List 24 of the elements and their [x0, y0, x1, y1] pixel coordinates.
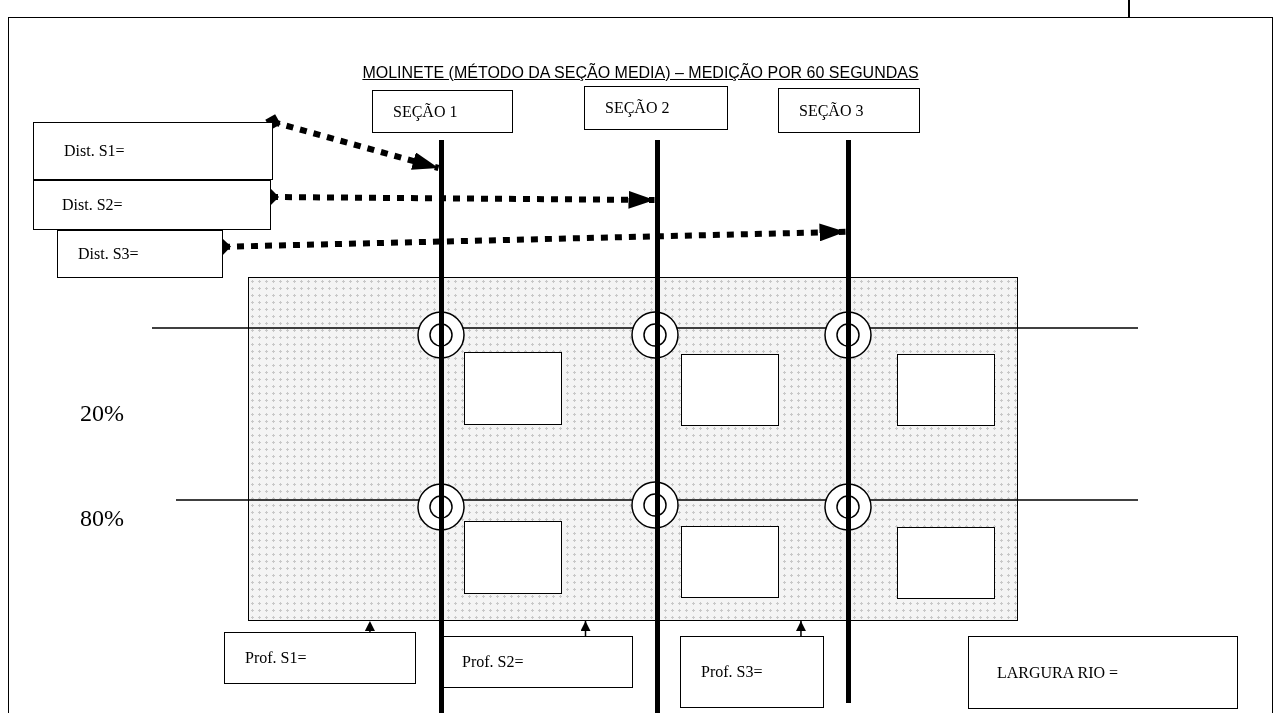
answer-box [897, 527, 995, 599]
distance-box: Dist. S2= [33, 180, 271, 230]
answer-box [681, 526, 779, 598]
answer-box [897, 354, 995, 426]
river-area [248, 277, 1018, 621]
answer-box [464, 521, 562, 594]
title: MOLINETE (MÉTODO DA SEÇÃO MEDIA) – MEDIÇÃO POR 60 SEGUNDAS [361, 64, 920, 82]
section-label: SEÇÃO 1 [372, 90, 513, 133]
depth-percent-label: 20% [80, 400, 124, 427]
river-width-box: LARGURA RIO = [968, 636, 1238, 709]
answer-box [464, 352, 562, 425]
dashed-arrow [580, 620, 591, 637]
depth-box: Prof. S1= [224, 632, 416, 684]
distance-box: Dist. S1= [33, 122, 273, 180]
depth-box: Prof. S2= [443, 636, 633, 688]
dashed-arrow [795, 620, 806, 637]
dotted-arrow [265, 114, 440, 171]
depth-percent-label: 80% [80, 505, 124, 532]
section-label: SEÇÃO 3 [778, 88, 920, 133]
answer-box [681, 354, 779, 426]
dashed-arrow [364, 620, 375, 633]
section-label: SEÇÃO 2 [584, 86, 728, 130]
distance-box: Dist. S3= [57, 230, 223, 278]
depth-box: Prof. S3= [680, 636, 824, 708]
